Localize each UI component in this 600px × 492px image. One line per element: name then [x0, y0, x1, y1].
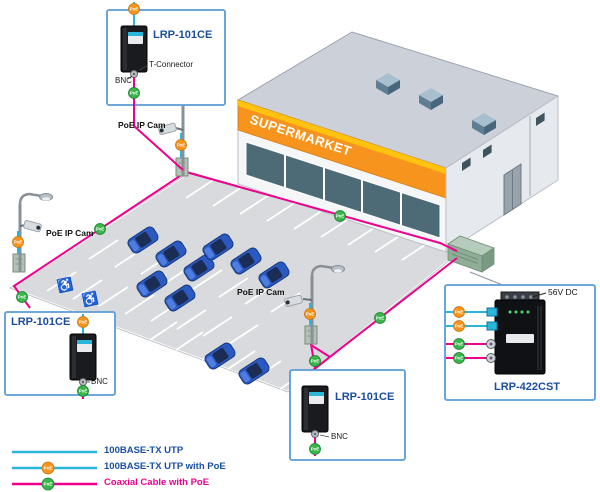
lrp422cst-device-image	[486, 291, 546, 375]
svg-text:PoE: PoE	[306, 312, 314, 317]
svg-text:PoE: PoE	[96, 227, 104, 232]
t-connector-label: T-Connector	[149, 60, 194, 69]
bnc-label: BNC	[331, 432, 348, 441]
svg-text:PoE: PoE	[311, 447, 319, 452]
svg-text:PoE: PoE	[44, 482, 53, 487]
roof-vent	[419, 88, 443, 110]
ip-camera-icon	[23, 220, 42, 233]
svg-text:PoE: PoE	[311, 359, 319, 364]
svg-text:PoE: PoE	[18, 295, 26, 300]
svg-text:PoE: PoE	[130, 91, 138, 96]
svg-text:PoE: PoE	[336, 214, 344, 219]
svg-text:PoE: PoE	[14, 240, 22, 245]
handicap-icon: ♿	[80, 290, 99, 308]
poe-badge-green: PoE	[374, 312, 386, 324]
poe-ip-cam-label-2: PoE IP Cam	[46, 228, 94, 238]
supermarket-building: SUPERMARKET	[236, 31, 560, 253]
outdoor-cabinet	[447, 235, 495, 273]
svg-text:PoE: PoE	[130, 7, 138, 12]
camera-pole-1	[158, 94, 216, 177]
callout-d-model-label: LRP-422CST	[494, 381, 561, 393]
svg-text:PoE: PoE	[177, 143, 185, 148]
legend-utp-label: 100BASE-TX UTP	[104, 445, 184, 456]
svg-text:PoE: PoE	[44, 466, 53, 471]
poe-badge-green: PoE	[77, 385, 89, 397]
poe-badge-green: PoE	[94, 223, 106, 235]
lrp101ce-device-image	[120, 25, 148, 78]
bnc-label: BNC	[115, 76, 132, 85]
power-label: 56V DC	[548, 287, 578, 297]
callout-leader	[469, 271, 506, 287]
poe-badge-orange: PoE	[304, 308, 316, 320]
legend-coax-poe-label: Coaxial Cable with PoE	[104, 477, 210, 488]
svg-text:PoE: PoE	[79, 389, 87, 394]
svg-text:PoE: PoE	[455, 356, 463, 361]
legend-art: PoE PoE	[12, 450, 97, 491]
legend-utp-poe-label: 100BASE-TX UTP with PoE	[104, 461, 226, 472]
poe-badge-green: PoE	[453, 352, 465, 364]
poe-badge-green: PoE	[16, 291, 28, 303]
ip-camera-icon	[158, 122, 177, 135]
lrp101ce-device-image	[69, 333, 97, 386]
side-door	[503, 163, 522, 216]
svg-text:PoE: PoE	[376, 316, 384, 321]
roof-vent	[472, 113, 496, 135]
lrp101ce-device-image	[301, 385, 329, 438]
wall-vent	[483, 144, 492, 158]
poe-badge-orange: PoE	[128, 3, 140, 15]
poe-badge-green: PoE	[334, 210, 346, 222]
svg-text:PoE: PoE	[79, 320, 87, 325]
coax-run-right	[289, 257, 458, 389]
wall-vent	[462, 157, 471, 171]
window-mullions	[284, 154, 402, 226]
callout-b-model-label: LRP-101CE	[11, 316, 71, 328]
poe-ip-cam-label-3: PoE IP Cam	[237, 287, 285, 297]
callout-b-art	[69, 314, 97, 399]
roof-vent	[376, 73, 400, 95]
poe-badge-orange: PoE	[12, 236, 24, 248]
ip-camera-icon	[284, 294, 303, 307]
poe-badge-orange: PoE	[41, 461, 55, 475]
poe-badge-orange: PoE	[175, 139, 187, 151]
svg-text:PoE: PoE	[455, 310, 463, 315]
bnc-label: BNC	[91, 377, 108, 386]
poe-ip-cam-label-1: PoE IP Cam	[118, 120, 166, 130]
awning-lip	[238, 100, 446, 174]
svg-text:PoE: PoE	[455, 324, 463, 329]
poe-badge-green: PoE	[453, 338, 465, 350]
callout-c-art	[301, 385, 330, 456]
poe-badge-green: PoE	[41, 477, 55, 491]
callout-a-art	[120, 2, 184, 171]
poe-badge-green: PoE	[309, 355, 321, 367]
storefront-windows	[245, 141, 441, 239]
svg-text:PoE: PoE	[455, 342, 463, 347]
callout-a-model-label: LRP-101CE	[153, 29, 213, 41]
callout-d-art	[446, 291, 547, 375]
callout-c-model-label: LRP-101CE	[335, 391, 395, 403]
coax-run-top	[185, 171, 458, 252]
poe-badge-orange: PoE	[453, 306, 465, 318]
wall-vent	[536, 112, 545, 126]
handicap-icon: ♿	[55, 276, 74, 294]
poe-badge-orange: PoE	[453, 320, 465, 332]
poe-badge-orange: PoE	[77, 316, 89, 328]
poe-badge-green: PoE	[309, 443, 321, 455]
poe-badge-green: PoE	[128, 87, 140, 99]
